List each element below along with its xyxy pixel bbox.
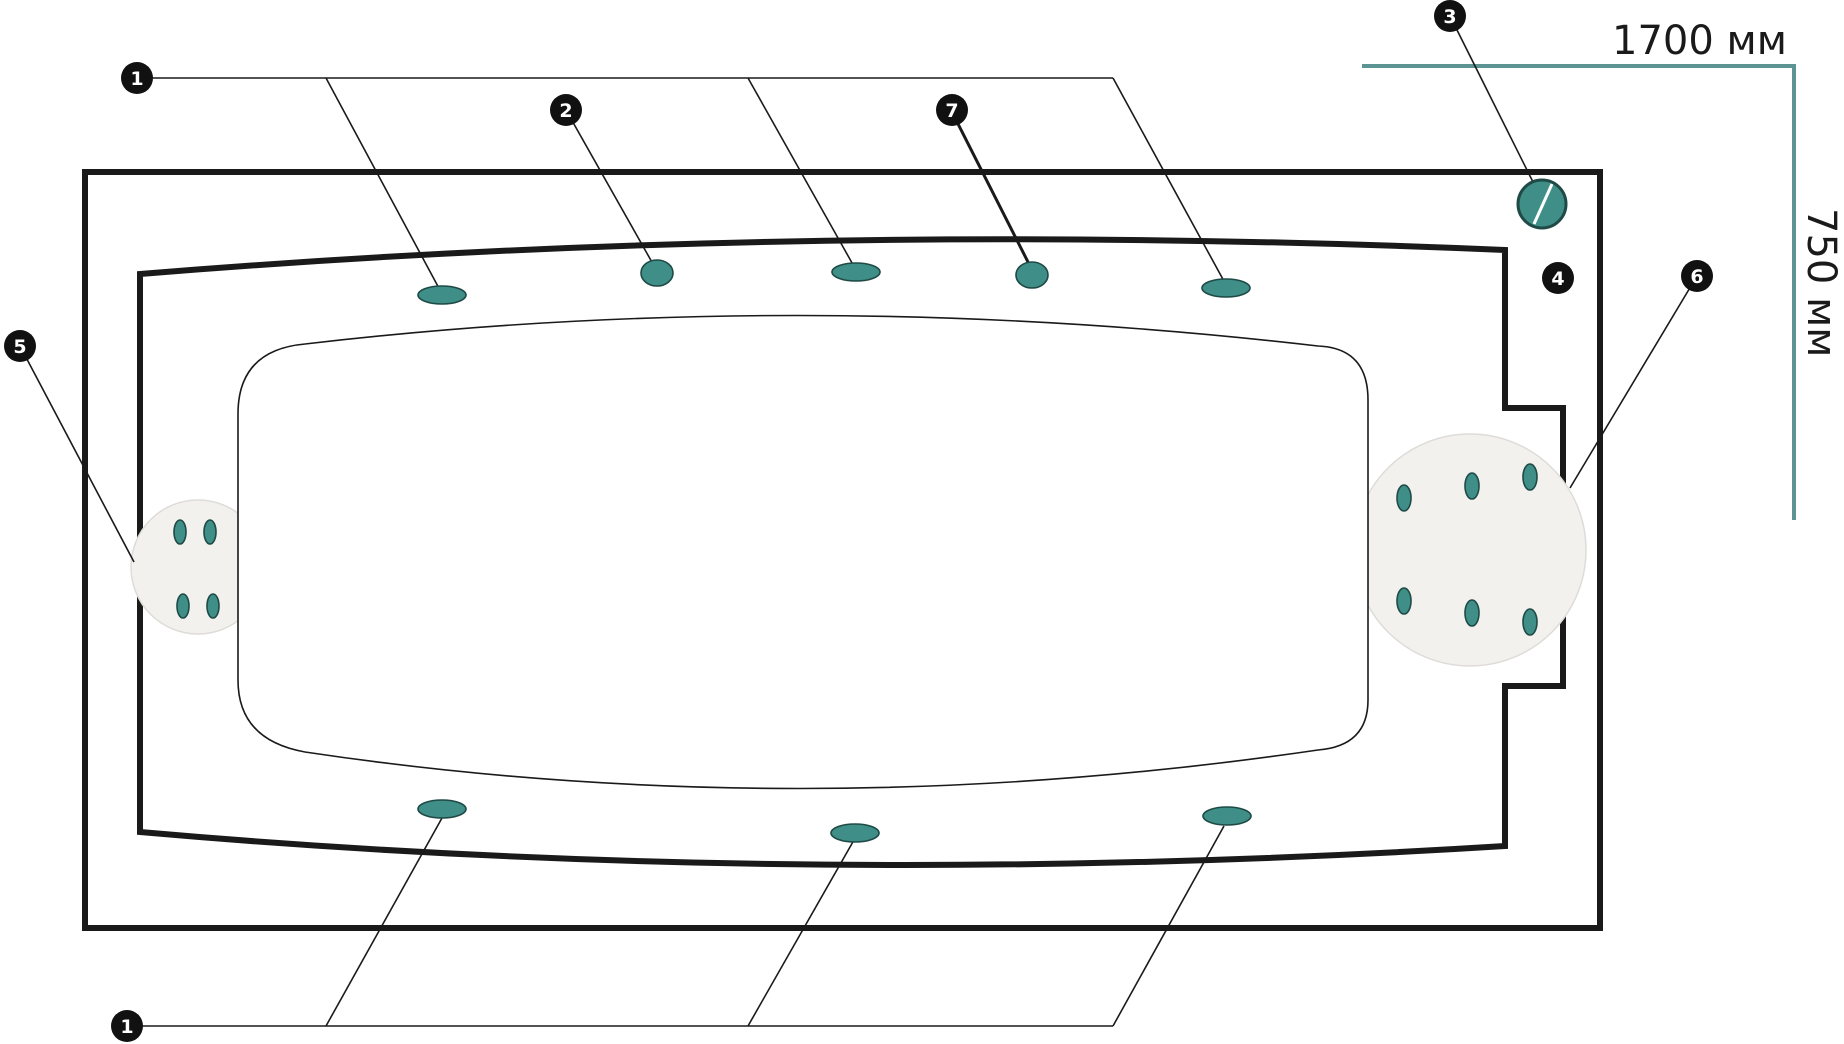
side-jet	[417, 285, 467, 305]
back-jet	[1396, 587, 1412, 615]
dimension-lines	[1362, 64, 1796, 520]
round-jet	[1015, 261, 1049, 289]
foot-jets	[173, 519, 220, 619]
callout-6: 6	[1681, 260, 1713, 292]
svg-text:3: 3	[1443, 6, 1456, 28]
round-jet	[640, 259, 674, 287]
foot-jet	[203, 519, 217, 545]
tub-basin	[237, 314, 1369, 790]
callout-1-top: 1	[121, 62, 153, 94]
width-dimension-label: 750 мм	[1798, 208, 1844, 357]
callout-7: 7	[936, 94, 968, 126]
svg-text:5: 5	[13, 336, 26, 358]
back-jets	[1396, 463, 1538, 636]
back-jet	[1464, 599, 1480, 627]
back-jet	[1522, 608, 1538, 636]
side-jets	[417, 262, 1252, 843]
svg-text:6: 6	[1690, 266, 1703, 288]
back-massage-zone	[1353, 433, 1587, 667]
foot-jet	[206, 593, 220, 619]
back-jet	[1522, 463, 1538, 491]
foot-jet	[173, 519, 187, 545]
foot-jet	[176, 593, 190, 619]
side-jet	[1201, 278, 1251, 298]
side-jet	[1202, 806, 1252, 826]
round-jets	[640, 259, 1049, 289]
back-jet	[1464, 472, 1480, 500]
leader-lines	[19, 15, 1698, 1027]
tub-inner-deck	[137, 236, 1566, 868]
side-jet	[830, 823, 880, 843]
callout-4: 4	[1542, 262, 1574, 294]
control-button	[1516, 178, 1568, 230]
callout-badges: 1 1 2 3 4 5 6 7	[4, 0, 1713, 1042]
svg-text:7: 7	[945, 100, 958, 122]
svg-text:1: 1	[120, 1016, 133, 1038]
side-jet	[831, 262, 881, 282]
callout-3: 3	[1434, 0, 1466, 32]
callout-5: 5	[4, 330, 36, 362]
callout-2: 2	[550, 94, 582, 126]
leader-line-7	[950, 111, 1030, 263]
svg-text:2: 2	[559, 100, 572, 122]
callout-1-bottom: 1	[111, 1010, 143, 1042]
length-dimension-label: 1700 мм	[1612, 18, 1787, 64]
back-jet	[1396, 484, 1412, 512]
tub-outer-rim	[82, 169, 1603, 931]
svg-text:1: 1	[130, 68, 143, 90]
svg-text:4: 4	[1551, 268, 1564, 290]
side-jet	[417, 799, 467, 819]
